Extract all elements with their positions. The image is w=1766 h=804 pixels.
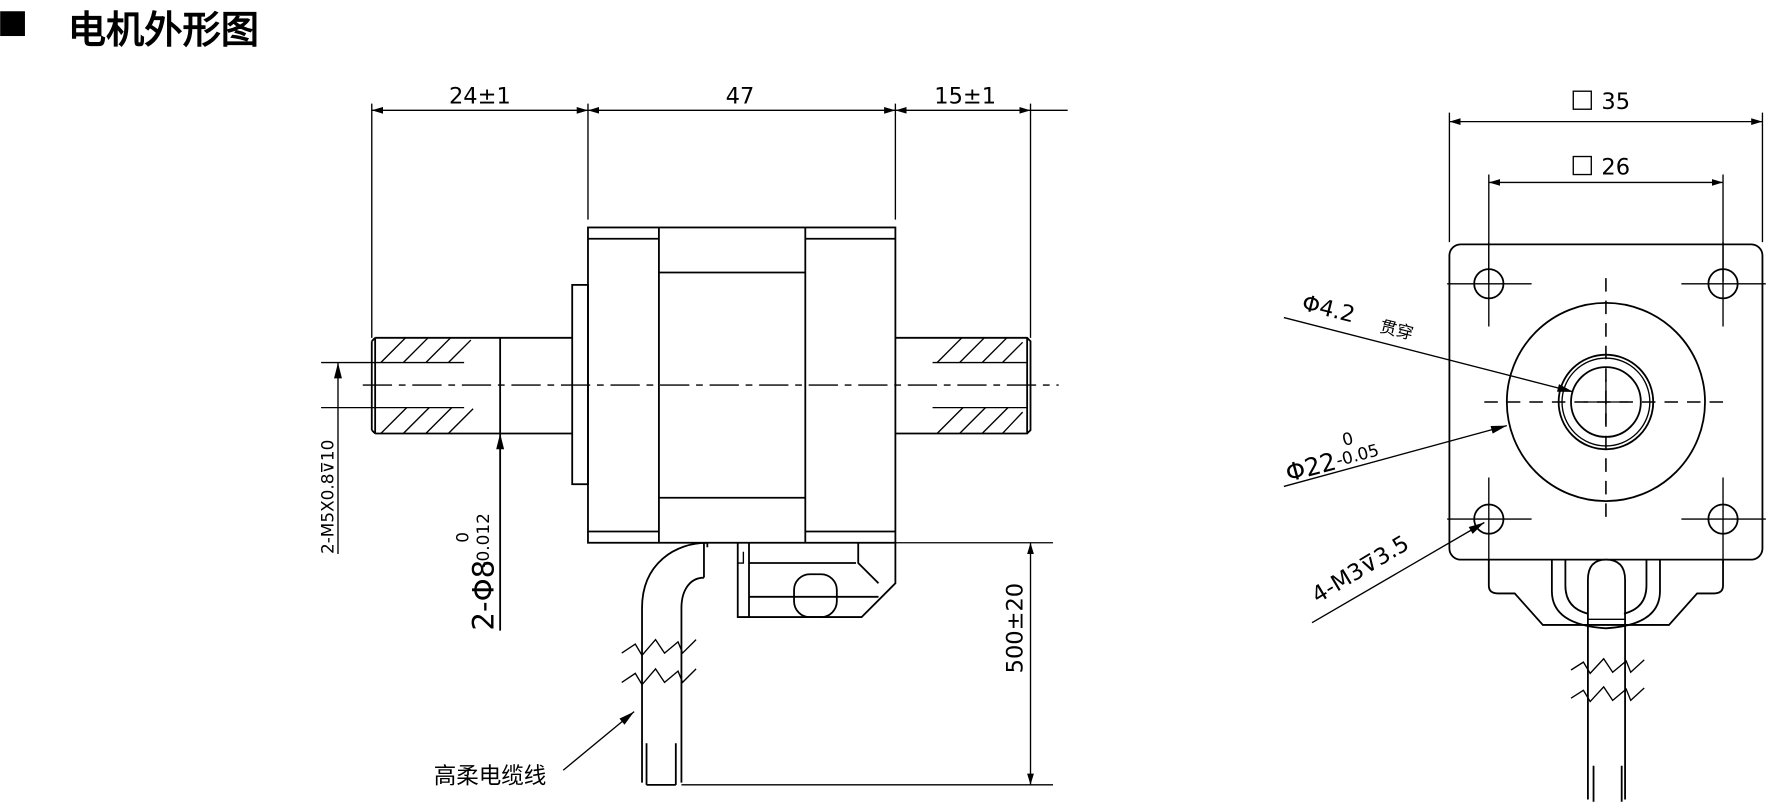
rear-shaft xyxy=(321,336,573,435)
cable-break-icon xyxy=(1570,657,1645,703)
dim-rear-shaft: 24±1 xyxy=(449,84,511,110)
dim-boss-tol-lower: -0.05 xyxy=(1334,440,1381,471)
drawing-title: 电机外形图 xyxy=(68,8,259,53)
dim-body-length: 47 xyxy=(726,84,755,110)
square-symbol-icon xyxy=(1572,155,1592,176)
dim-hole-spacing: 26 xyxy=(1601,155,1630,181)
dim-outer-square: 35 xyxy=(1601,89,1630,115)
dim-shaft-diameter: 2-Φ8 xyxy=(466,560,500,631)
side-view: 24±1 47 15±1 2-M5X0.8⊽10 2-Φ8 xyxy=(317,84,1068,790)
dim-boss-diameter: Φ22 xyxy=(1282,447,1339,488)
dim-shaft-tol-lower: -0.012 xyxy=(473,513,493,567)
dim-shaft-tol-upper: 0 xyxy=(453,532,473,543)
boss-and-shaft xyxy=(1484,278,1729,526)
mount-holes xyxy=(1447,242,1766,564)
title-bullet-icon xyxy=(0,11,25,37)
dim-thread: 2-M5X0.8⊽10 xyxy=(317,440,337,554)
cable-bracket xyxy=(1487,558,1724,802)
cable-break-icon xyxy=(621,638,697,686)
through-label: 贯穿 xyxy=(1378,316,1416,344)
cable-connector xyxy=(641,541,897,786)
dim-mount-holes: 4-M3⊽3.5 xyxy=(1307,531,1413,609)
cable-label: 高柔电缆线 xyxy=(434,764,547,790)
dim-boss-tol-upper: 0 xyxy=(1340,428,1356,450)
dim-through-hole: Φ4.2 xyxy=(1299,290,1357,328)
square-symbol-icon xyxy=(1572,90,1592,110)
dim-front-shaft: 15±1 xyxy=(934,84,996,110)
front-view: 35 26 Φ4.2 贯穿 Φ22 0 -0.05 xyxy=(1282,89,1766,802)
dim-cable-length: 500±20 xyxy=(1003,583,1029,674)
